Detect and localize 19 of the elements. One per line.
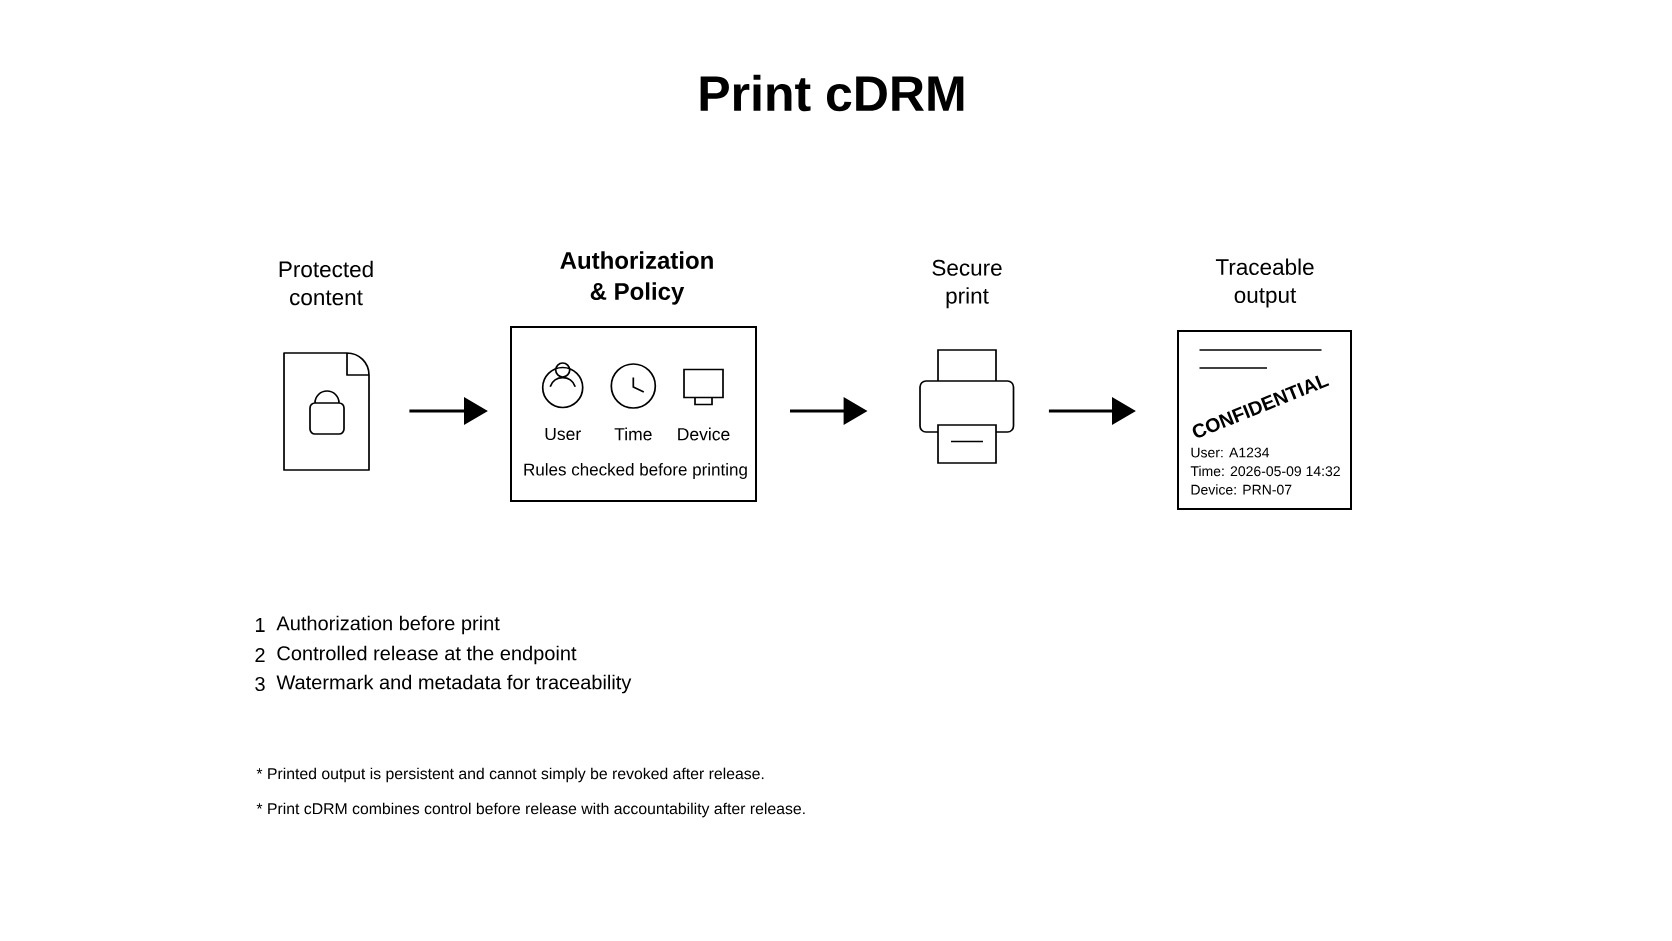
heading: Protected content xyxy=(279,260,373,306)
title: Print cDRM xyxy=(700,74,964,112)
list-item: Authorization before print xyxy=(276,615,500,635)
list-number: 3 xyxy=(255,676,265,692)
list-item: Watermark and metadata for traceability xyxy=(276,674,632,694)
heading: Authorization & Policy xyxy=(560,251,713,305)
icon-label: Time xyxy=(614,427,652,441)
metadata-text: Device: PRN-07 xyxy=(1191,484,1292,495)
metadata-text: User: A1234 xyxy=(1191,447,1270,458)
list-number: 2 xyxy=(255,648,265,662)
footnote: * Printed output is persistent and cannot simply be revoked after release. xyxy=(256,767,764,783)
metadata-text: Time: 2026-05-09 14:32 xyxy=(1190,465,1340,477)
icon-label: Device xyxy=(678,427,730,441)
footnote: * Print cDRM combines control before release with accountability after release. xyxy=(256,802,805,818)
list-item: Controlled release at the endpoint xyxy=(277,645,577,665)
heading: Secure print xyxy=(932,259,1002,309)
icon-label: User xyxy=(545,427,581,441)
heading: Traceable output xyxy=(1215,258,1314,308)
list-number: 1 xyxy=(256,618,265,632)
